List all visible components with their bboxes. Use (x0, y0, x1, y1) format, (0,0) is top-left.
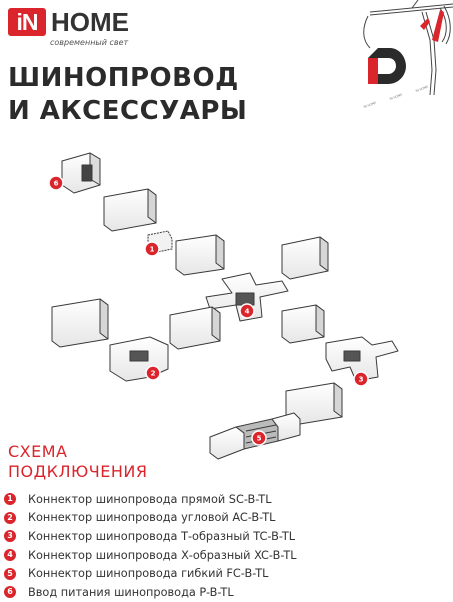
deco-tiny-labels: IN HOME IN HOME IN HOME (363, 85, 429, 109)
page-title: ШИНОПРОВОД И АКСЕССУАРЫ (8, 62, 247, 128)
page-title-line2: И АКСЕССУАРЫ (8, 96, 248, 126)
logo-tagline: современный свет (50, 38, 129, 47)
svg-text:5: 5 (257, 435, 262, 443)
t-connector-part (325, 336, 399, 382)
deco-red-accents (420, 10, 444, 42)
marker-2: 2 (145, 365, 161, 381)
marker-5: 5 (251, 430, 267, 446)
svg-text:4: 4 (245, 308, 250, 316)
svg-text:IN HOME: IN HOME (415, 85, 429, 93)
legend-item: 6 Ввод питания шинопровода P-B-TL (4, 583, 444, 602)
legend-list: 1 Коннектор шинопровода прямой SC-B-TL 2… (4, 490, 444, 602)
legend-number-badge: 3 (4, 530, 16, 543)
svg-text:IN HOME: IN HOME (363, 101, 377, 109)
track-segment-f (281, 304, 325, 344)
logo-in-badge: iN (8, 8, 46, 36)
svg-text:IN HOME: IN HOME (389, 93, 403, 101)
track-segment-c (281, 236, 329, 280)
deco-corner-bracket-icon (368, 48, 406, 84)
track-segment-a (103, 188, 157, 232)
track-segment-e (169, 306, 221, 350)
track-segment-d (51, 298, 109, 348)
legend-item: 4 Коннектор шинопровода Х-образный XC-B-… (4, 546, 444, 565)
legend-text: Коннектор шинопровода прямой SC-B-TL (28, 492, 272, 506)
legend-number-badge: 4 (4, 549, 16, 562)
legend-item: 5 Коннектор шинопровода гибкий FC-B-TL (4, 564, 444, 583)
decorative-track-graphic: IN HOME IN HOME IN HOME (363, 0, 453, 109)
legend-text: Коннектор шинопровода гибкий FC-B-TL (28, 567, 269, 581)
schema-title-line1: СХЕМА (8, 442, 68, 461)
legend-text: Ввод питания шинопровода P-B-TL (28, 585, 234, 599)
svg-text:6: 6 (54, 180, 59, 188)
legend-number-badge: 5 (4, 567, 16, 580)
legend-number-badge: 1 (4, 493, 16, 506)
logo-home-text: HOME (51, 7, 129, 37)
legend-text: Коннектор шинопровода угловой AC-B-TL (28, 511, 276, 525)
marker-1: 1 (144, 241, 160, 257)
schema-title: СХЕМА ПОДКЛЮЧЕНИЯ (8, 442, 147, 482)
connection-diagram: 6 1 4 2 3 5 (48, 152, 399, 460)
x-connector-part (205, 272, 289, 322)
page-title-line1: ШИНОПРОВОД (8, 63, 239, 93)
power-feed-part (61, 152, 101, 194)
legend-text: Коннектор шинопровода Т-образный TC-B-TL (28, 529, 296, 543)
legend-text: Коннектор шинопровода Х-образный XC-B-TL (28, 548, 297, 562)
marker-3: 3 (353, 371, 369, 387)
track-segment-b (175, 234, 225, 276)
legend-number-badge: 2 (4, 511, 16, 524)
svg-text:3: 3 (359, 376, 364, 384)
svg-text:2: 2 (151, 370, 156, 378)
schema-title-line2: ПОДКЛЮЧЕНИЯ (8, 462, 148, 481)
legend-item: 3 Коннектор шинопровода Т-образный TC-B-… (4, 527, 444, 546)
legend-item: 2 Коннектор шинопровода угловой AC-B-TL (4, 509, 444, 528)
marker-6: 6 (48, 175, 64, 191)
legend-number-badge: 6 (4, 586, 16, 599)
svg-text:1: 1 (150, 246, 155, 254)
marker-4: 4 (239, 303, 255, 319)
legend-item: 1 Коннектор шинопровода прямой SC-B-TL (4, 490, 444, 509)
brand-logo: iN HOME современный свет (8, 8, 138, 48)
